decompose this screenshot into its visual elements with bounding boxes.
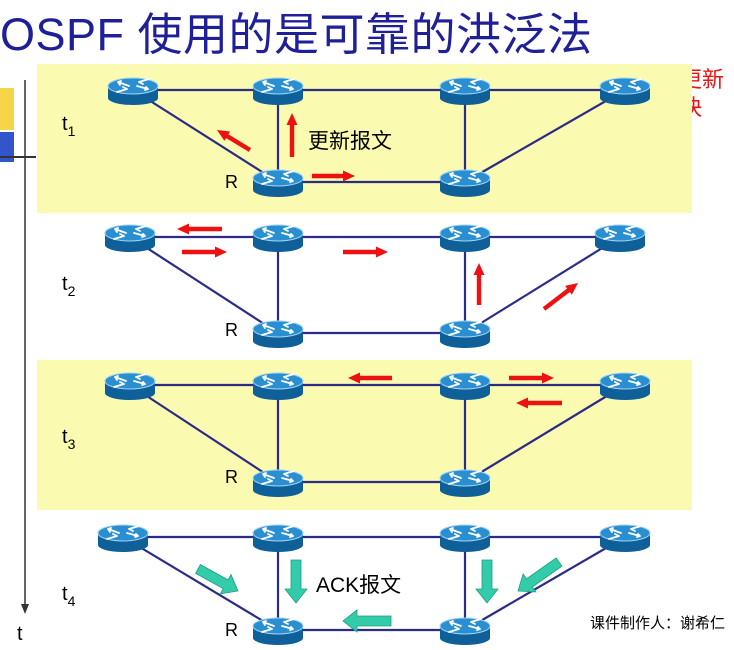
router-icon [104, 372, 156, 401]
router-icon [439, 524, 491, 553]
router-icon [252, 169, 304, 198]
credit-text: 课件制作人：谢希仁 [590, 615, 726, 632]
router-icon [439, 372, 491, 401]
router-icon [104, 224, 156, 253]
router-icon [252, 469, 304, 498]
router-icon [252, 320, 304, 349]
router-icon [599, 524, 651, 553]
update-arrow-4 [177, 223, 222, 235]
update-arrow-10 [509, 372, 554, 384]
update-arrow-2 [286, 113, 298, 157]
panel-4-router-r-label: R [225, 620, 238, 640]
panel-3-link-4 [129, 384, 279, 483]
router-icon [252, 617, 304, 646]
update-arrow-7 [473, 263, 485, 305]
router-icon [107, 77, 159, 106]
router-icon [439, 617, 491, 646]
ack-arrow-14 [475, 559, 499, 604]
panel-2-router-r-label: R [225, 320, 238, 340]
update-arrow-1 [217, 130, 252, 152]
panel-2-link-8 [464, 236, 621, 334]
router-icon [439, 469, 491, 498]
router-icon [252, 224, 304, 253]
left-accent-bar-yellow [0, 88, 14, 130]
update-arrow-6 [343, 246, 388, 258]
panel-3-router-r-label: R [225, 467, 238, 487]
router-icon [252, 372, 304, 401]
router-icon [252, 524, 304, 553]
router-icon [252, 77, 304, 106]
router-icon [439, 77, 491, 106]
router-icon [599, 77, 651, 106]
left-accent-bar-blue [0, 132, 14, 162]
time-axis-label: t [17, 623, 23, 645]
update-arrow-11 [516, 397, 562, 409]
panel-4-link-8 [464, 536, 626, 631]
slide-title: OSPF 使用的是可靠的洪泛法 [0, 9, 593, 60]
panel-4-time-label: t4 [62, 583, 76, 609]
update-arrow-3 [312, 170, 355, 182]
panel-1-link-8 [464, 89, 626, 183]
time-axis-arrowhead [21, 604, 29, 614]
ack-arrow-13 [284, 559, 308, 604]
ack-message-label: ACK报文 [316, 574, 401, 597]
update-arrow-9 [348, 372, 392, 384]
router-icon [594, 224, 646, 253]
router-icon [439, 169, 491, 198]
router-icon [599, 372, 651, 401]
panel-1-link-4 [132, 89, 279, 183]
ack-arrow-12 [195, 564, 239, 595]
router-icon [97, 524, 149, 553]
router-icon [439, 224, 491, 253]
panel-3-link-8 [464, 384, 626, 483]
update-arrow-8 [542, 283, 578, 311]
ack-arrow-15 [517, 557, 563, 593]
panel-1-router-r-label: R [225, 172, 238, 192]
left-accent-tick [0, 156, 36, 158]
panel-4-link-4 [122, 536, 279, 631]
panel-2-time-label: t2 [62, 273, 76, 299]
ack-arrow-16 [342, 609, 392, 633]
panel-2-link-4 [129, 236, 279, 334]
update-message-label: 更新报文 [308, 130, 392, 153]
update-arrow-5 [182, 246, 227, 258]
router-icon [439, 320, 491, 349]
